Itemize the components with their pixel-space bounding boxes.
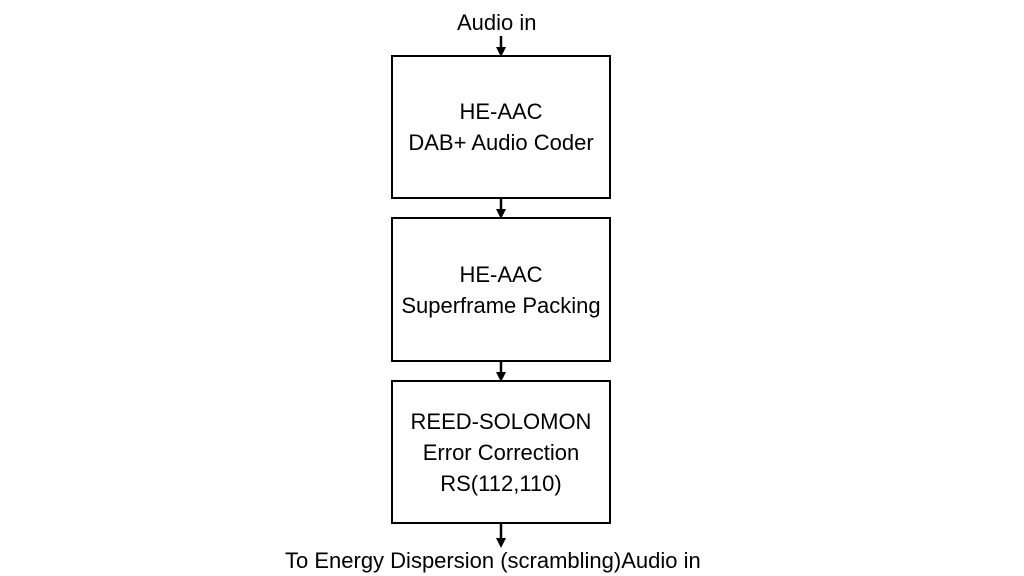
block-line: Error Correction [422, 439, 580, 465]
block-line: DAB+ Audio Coder [408, 130, 594, 155]
output-label: To Energy Dispersion (scrambling)Audio i… [285, 548, 701, 573]
reed-solomon-block: REED-SOLOMON Error Correction RS(112,110… [391, 380, 611, 524]
block-line: HE-AAC [459, 99, 543, 124]
block-line: RS(112,110) [440, 470, 562, 496]
block-line: Superframe Packing [401, 292, 601, 318]
superframe-packing-block: HE-AAC Superframe Packing [391, 217, 611, 362]
block-line: REED-SOLOMON [410, 408, 592, 434]
block-line: HE-AAC [459, 261, 543, 287]
input-label: Audio in [457, 10, 537, 35]
audio-coder-block: HE-AAC DAB+ Audio Coder [391, 55, 611, 199]
